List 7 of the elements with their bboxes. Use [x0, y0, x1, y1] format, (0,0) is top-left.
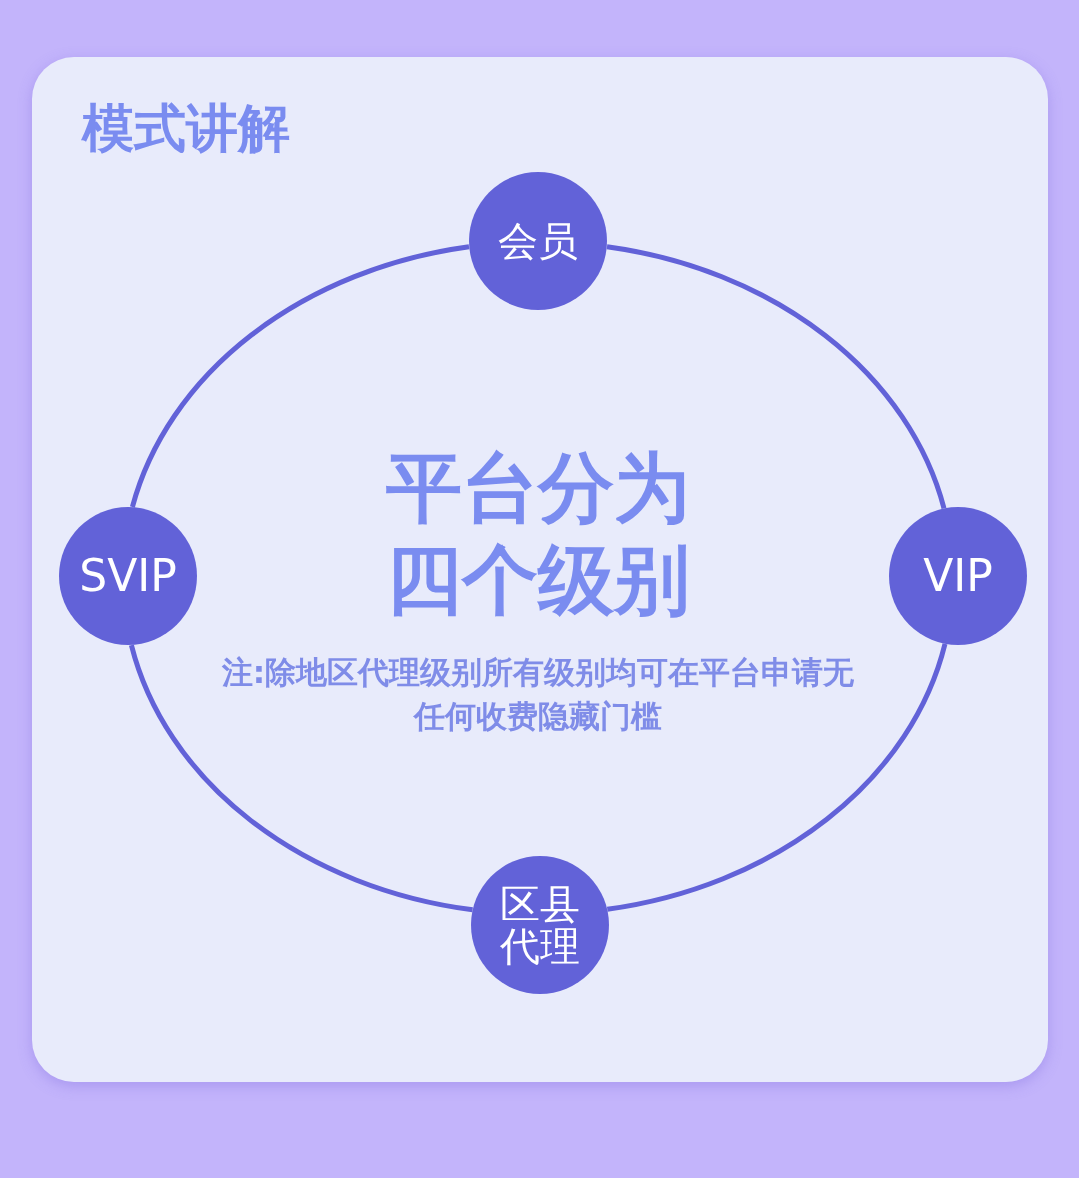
- ring-arc: [129, 644, 474, 913]
- ring-arc: [606, 244, 947, 510]
- heading-text: 平台分为四个级别: [385, 442, 691, 626]
- ring-arc: [130, 244, 470, 508]
- ring-arc: [606, 643, 948, 912]
- note-text: 注:除地区代理级别所有级别均可在平台申请无任何收费隐藏门槛: [220, 653, 856, 736]
- title: 模式讲解: [82, 97, 290, 160]
